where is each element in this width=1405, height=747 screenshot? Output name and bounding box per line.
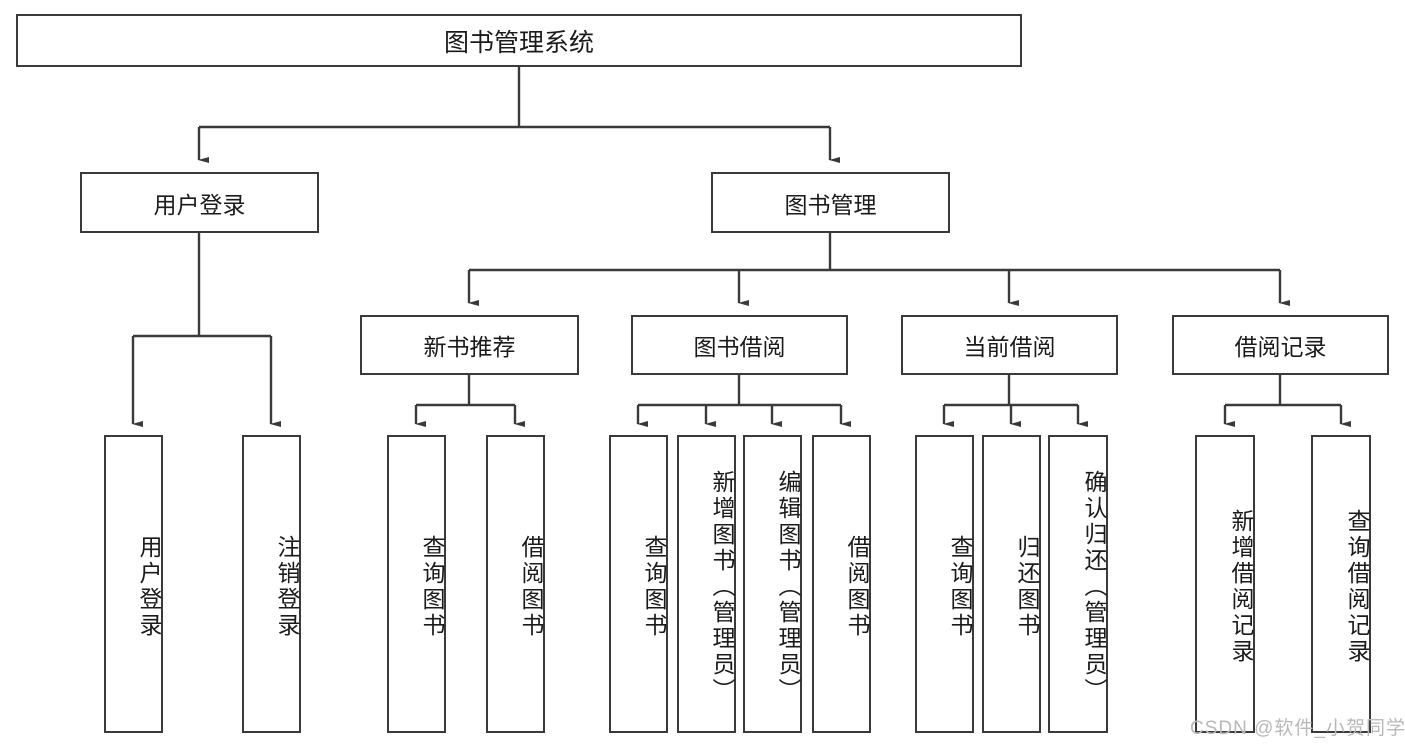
node-label: 图书管理系统 xyxy=(443,28,594,57)
node-label: 新书推荐 xyxy=(423,334,516,360)
node-current-borrow[interactable]: 当前借阅 xyxy=(901,315,1118,375)
leaf-label: 查询图书 xyxy=(641,535,667,639)
leaf-record-query-borrow-record[interactable]: 查询借阅记录 xyxy=(1311,435,1371,733)
node-borrow-record[interactable]: 借阅记录 xyxy=(1172,315,1389,375)
leaf-user-login-logout[interactable]: 注销登录 xyxy=(242,435,301,733)
leaf-current-query-book[interactable]: 查询图书 xyxy=(915,435,974,733)
node-book-borrow[interactable]: 图书借阅 xyxy=(631,315,848,375)
leaf-label: 借阅图书 xyxy=(844,535,870,639)
leaf-label: 用户登录 xyxy=(136,535,162,639)
node-label: 图书借阅 xyxy=(693,334,786,360)
node-root-book-management-system[interactable]: 图书管理系统 xyxy=(16,14,1022,67)
node-label: 图书管理 xyxy=(784,191,877,218)
leaf-current-return-book[interactable]: 归还图书 xyxy=(982,435,1041,733)
leaf-label: 新增借阅记录 xyxy=(1228,509,1254,665)
leaf-recommend-borrow-book[interactable]: 借阅图书 xyxy=(486,435,545,733)
leaf-label: 查询图书 xyxy=(947,535,973,639)
leaf-borrow-borrow-book[interactable]: 借阅图书 xyxy=(812,435,871,733)
leaf-borrow-add-book-admin[interactable]: 新增图书（管理员） xyxy=(677,435,736,733)
leaf-label: 新增图书（管理员） xyxy=(709,470,735,704)
node-new-book-recommend[interactable]: 新书推荐 xyxy=(360,315,579,375)
node-book-management[interactable]: 图书管理 xyxy=(711,172,950,233)
leaf-label: 查询借阅记录 xyxy=(1344,509,1370,665)
node-label: 当前借阅 xyxy=(963,334,1056,360)
csdn-watermark: CSDN @软件_小贺同学 xyxy=(1190,718,1405,739)
node-label: 借阅记录 xyxy=(1234,334,1327,360)
leaf-record-add-borrow-record[interactable]: 新增借阅记录 xyxy=(1195,435,1255,733)
leaf-user-login-login[interactable]: 用户登录 xyxy=(104,435,163,733)
leaf-label: 确认归还（管理员） xyxy=(1081,470,1107,704)
leaf-label: 注销登录 xyxy=(274,535,300,639)
leaf-label: 查询图书 xyxy=(419,535,445,639)
leaf-borrow-edit-book-admin[interactable]: 编辑图书（管理员） xyxy=(743,435,802,733)
leaf-current-confirm-return-admin[interactable]: 确认归还（管理员） xyxy=(1048,435,1108,733)
node-user-login[interactable]: 用户登录 xyxy=(80,172,319,233)
leaf-borrow-query-book[interactable]: 查询图书 xyxy=(609,435,668,733)
leaf-recommend-query-book[interactable]: 查询图书 xyxy=(387,435,446,733)
leaf-label: 编辑图书（管理员） xyxy=(775,470,801,704)
leaf-label: 归还图书 xyxy=(1014,535,1040,639)
leaf-label: 借阅图书 xyxy=(518,535,544,639)
node-label: 用户登录 xyxy=(153,191,246,218)
